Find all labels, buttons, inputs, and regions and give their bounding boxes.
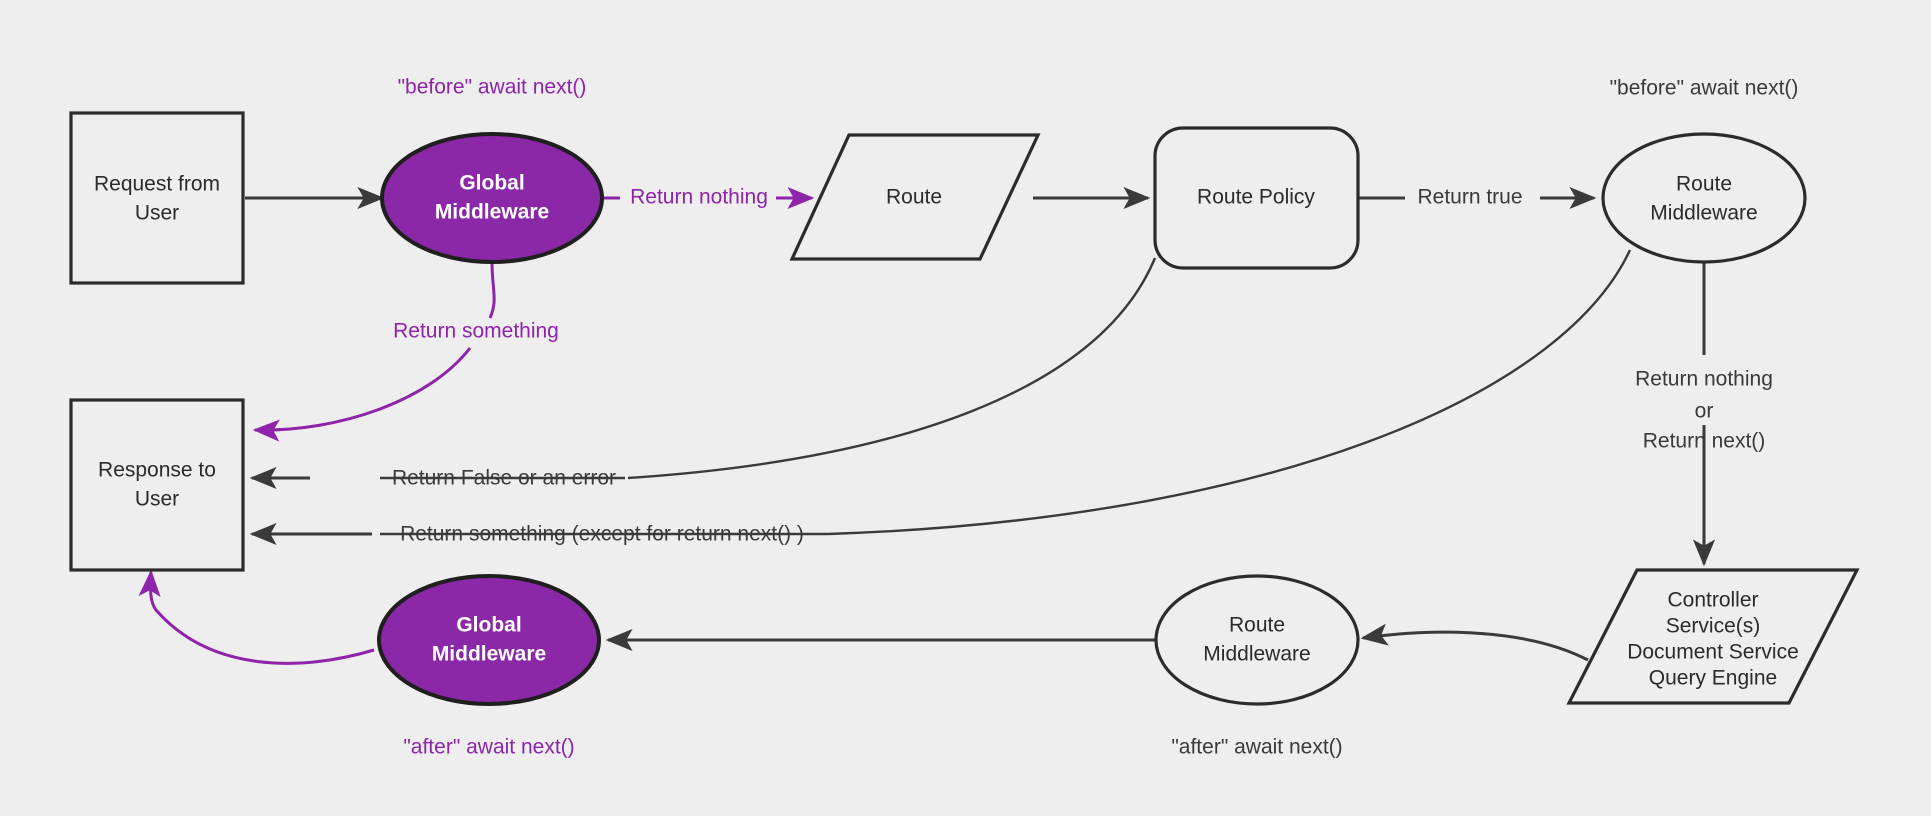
- node-route-middleware-before-line1: Route: [1676, 173, 1732, 196]
- node-route-label: Route: [886, 186, 942, 209]
- edge-label-return-nothing-or-next-1: Return nothing: [1635, 368, 1773, 391]
- edge-policy-to-response-curve: [627, 257, 1157, 480]
- edge-label-return-something-except: Return something (except for return next…: [400, 523, 804, 546]
- node-global-middleware-after[interactable]: [377, 574, 601, 706]
- node-controller-services-line1: Controller: [1667, 589, 1758, 612]
- node-controller-services[interactable]: [1566, 568, 1860, 705]
- node-controller-services-line2: Service(s): [1666, 615, 1761, 638]
- edge-label-return-true: Return true: [1417, 186, 1522, 209]
- edge-label-return-nothing-or-next-2: or: [1695, 400, 1714, 423]
- node-response-to-user-line2: User: [135, 488, 179, 511]
- node-controller-services-line3: Document Service: [1627, 641, 1799, 664]
- node-route-middleware-after-line2: Middleware: [1203, 643, 1310, 666]
- annotation-after-global: "after" await next(): [403, 736, 574, 759]
- node-route-middleware-after[interactable]: [1154, 574, 1360, 706]
- edge-label-return-nothing-or-next-3: Return next(): [1643, 430, 1766, 453]
- edge-global-middleware-after-to-response: [138, 569, 375, 665]
- edge-global-middleware-to-response-return-something: [252, 347, 472, 442]
- node-controller-services-line4: Query Engine: [1649, 667, 1777, 690]
- annotation-before-global: "before" await next(): [398, 76, 587, 99]
- node-route-middleware-after-line1: Route: [1229, 614, 1285, 637]
- edge-rm-to-response-curve: [827, 249, 1632, 536]
- node-global-middleware-before[interactable]: [380, 132, 604, 264]
- node-response-to-user[interactable]: [69, 398, 245, 572]
- node-global-middleware-before-line2: Middleware: [435, 201, 549, 224]
- node-route-middleware-before[interactable]: [1601, 132, 1807, 264]
- node-request-from-user[interactable]: [69, 111, 245, 285]
- annotation-before-route: "before" await next(): [1610, 77, 1799, 100]
- edge-label-return-false-or-error: Return False or an error: [392, 467, 616, 490]
- node-route[interactable]: [789, 133, 1041, 261]
- node-request-from-user-line1: Request from: [94, 173, 220, 196]
- edge-label-return-nothing: Return nothing: [630, 186, 768, 209]
- node-global-middleware-after-line1: Global: [456, 614, 521, 637]
- node-response-to-user-line1: Response to: [98, 459, 216, 482]
- edge-controller-to-route-middleware-after: [1360, 623, 1589, 662]
- annotation-after-route: "after" await next(): [1171, 736, 1342, 759]
- edge-return-something-stub-top: [488, 261, 496, 319]
- node-request-from-user-line2: User: [135, 202, 179, 225]
- node-global-middleware-before-line1: Global: [459, 172, 524, 195]
- node-route-policy-label: Route Policy: [1197, 186, 1315, 209]
- edge-label-return-something: Return something: [393, 320, 559, 343]
- node-route-policy[interactable]: [1153, 126, 1360, 270]
- node-global-middleware-after-line2: Middleware: [432, 643, 546, 666]
- node-route-middleware-before-line2: Middleware: [1650, 202, 1757, 225]
